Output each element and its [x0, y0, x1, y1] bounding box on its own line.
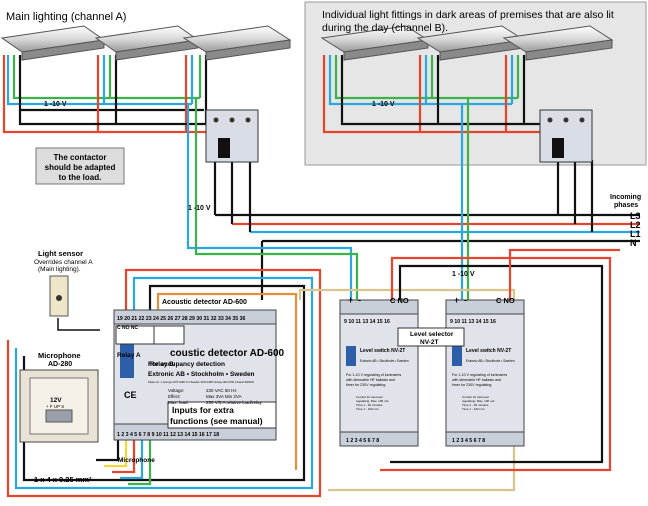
device-small-print: Patent no: 1, Europe 0073 0186 2/ 2 Swed… [148, 380, 255, 384]
phase-l2: L2 [630, 220, 641, 230]
bottom-terminals: 1 2 3 4 5 6 7 8 9 10 11 12 13 14 15 16 1… [117, 432, 219, 438]
level-selector-1: Level selector [410, 331, 454, 338]
overrides-label-1: Overrides channel A [34, 259, 93, 266]
level-switch-1 [339, 299, 419, 447]
ls1-spec-2: regulating: Max. 100 mA [356, 399, 389, 403]
mic-pins: + F UP S [46, 404, 64, 409]
ls2-c-no: C NO [496, 296, 515, 305]
relay-b-label: Relay B [150, 361, 174, 368]
spec-voltage-value: 230 VAC 50 Hz [206, 388, 237, 393]
ls2-top-terminals: 9 10 11 13 14 15 16 [450, 319, 496, 325]
ls2-desc-1: For 1-10 V regulating of luminaires [452, 373, 507, 377]
luminaire-a1 [0, 25, 106, 61]
ls2-spec-4: Time 1 - 120 min. [462, 407, 485, 411]
spec-load-value: 250 V/5 A relative load/relay [206, 400, 263, 405]
contactor-note-1: The contactor [54, 153, 107, 162]
ls2-desc-3: timer for 230V regulating [452, 383, 491, 387]
ls2-spec-1: Current for low level [462, 395, 489, 399]
ls2-maker: Extronic AB • Stockholm • Sweden [466, 359, 515, 363]
mic-12v: 12V [50, 397, 62, 404]
level-switch-2 [445, 299, 525, 447]
spec-effect-value: Max 3VA Min 2VA [206, 394, 242, 399]
luminaire-b3 [502, 25, 614, 61]
ls1-maker: Extronic AB • Stockholm • Sweden [360, 359, 409, 363]
ls1-minus: - [358, 295, 361, 305]
voltage-label-b: 1 -10 V [372, 101, 395, 108]
microphone-model: AD-280 [48, 361, 72, 368]
microphone-title: Microphone [38, 351, 81, 360]
ce-mark: CE [124, 390, 137, 400]
phase-l1: L1 [630, 229, 641, 239]
contactor-note-2: should be adapted [45, 163, 116, 172]
relay-terms: C NO NC [117, 325, 139, 331]
ls2-spec-2: regulating: Max. 100 mA [462, 399, 495, 403]
luminaire-a2 [94, 25, 200, 61]
incoming-label-2: phases [614, 202, 638, 209]
ls1-title: Level switch NV-2T [360, 348, 405, 354]
contactor-note-3: to the load. [59, 173, 102, 182]
ls1-top-terminals: 9 10 11 13 14 15 16 [344, 319, 390, 325]
level-selector-2: NV-2T [420, 339, 438, 346]
ls2-bottom-terminals: 1 2 3 4 5 6 7 8 [452, 438, 485, 444]
voltage-label-mid: 1 -10 V [188, 205, 211, 212]
voltage-label-a: 1 -10 V [44, 101, 67, 108]
spec-voltage-key: Voltage: [168, 388, 184, 393]
cable-spec: 1 x 4 x 0.25 mm² [34, 475, 92, 484]
contactor-a [205, 109, 259, 163]
device-maker: Extronic AB • Stockholm • Sweden [148, 371, 255, 378]
ls1-desc-2: with dimmable HF ballasts and [346, 378, 395, 382]
individual-label-2: during the day (channel B). [322, 22, 448, 34]
device-title: coustic detector AD-600 [170, 348, 285, 359]
acoustic-detector-label: Acoustic detector AD-600 [162, 299, 247, 306]
contactor-note-box [35, 147, 125, 185]
microphone-bottom-label: Microphone [118, 457, 155, 464]
ls1-bottom-terminals: 1 2 3 4 5 6 7 8 [346, 438, 379, 444]
voltage-label-right: 1 -10 V [452, 271, 475, 278]
acoustic-detector-ad-600 [113, 309, 277, 441]
overrides-label-2: (Main lighting). [38, 266, 81, 273]
incoming-label-1: Incoming [610, 194, 641, 201]
main-lighting-label: Main lighting (channel A) [6, 11, 126, 23]
ls2-minus: - [464, 295, 467, 305]
individual-label-1: Individual light fittings in dark areas … [322, 9, 614, 21]
luminaire-a3 [182, 25, 292, 61]
ls1-spec-3: Time 1 - 30 minutes [356, 403, 383, 407]
phase-n: N [630, 238, 637, 248]
ls1-plus: + [348, 295, 353, 305]
inputs-extra-2: functions (see manual) [170, 416, 263, 426]
ls2-plus: + [454, 295, 459, 305]
ls1-spec-1: Current for low level [356, 395, 383, 399]
microphone-ad-280 [19, 369, 99, 443]
inputs-extra-1: Inputs for extra [172, 405, 234, 415]
level-selector-box [397, 327, 465, 347]
ls2-spec-3: Time 1 - 30 minutes [462, 403, 489, 407]
light-sensor-label: Light sensor [38, 249, 83, 258]
spec-load-key: Max. load: [168, 400, 189, 405]
spec-effect-key: Effect: [168, 394, 181, 399]
device-subtitle: For occupancy detection [148, 361, 225, 368]
ls2-desc-2: with dimmable HF ballasts and [452, 378, 501, 382]
ls1-desc-1: For 1-10 V regulating of luminaires [346, 373, 401, 377]
wires [2, 55, 640, 498]
ls1-desc-3: timer for 230V regulating [346, 383, 385, 387]
top-terminals: 19 20 21 22 23 24 25 26 27 28 29 30 31 3… [117, 316, 245, 322]
ls2-title: Level switch NV-2T [466, 348, 511, 354]
light-sensor [49, 275, 69, 317]
relay-a-label: Relay A [117, 352, 141, 359]
ls1-spec-4: Time 1 - 120 min. [356, 407, 379, 411]
ls1-c-no: C NO [390, 296, 409, 305]
phase-l3: L3 [630, 211, 641, 221]
contactor-b [539, 109, 593, 163]
